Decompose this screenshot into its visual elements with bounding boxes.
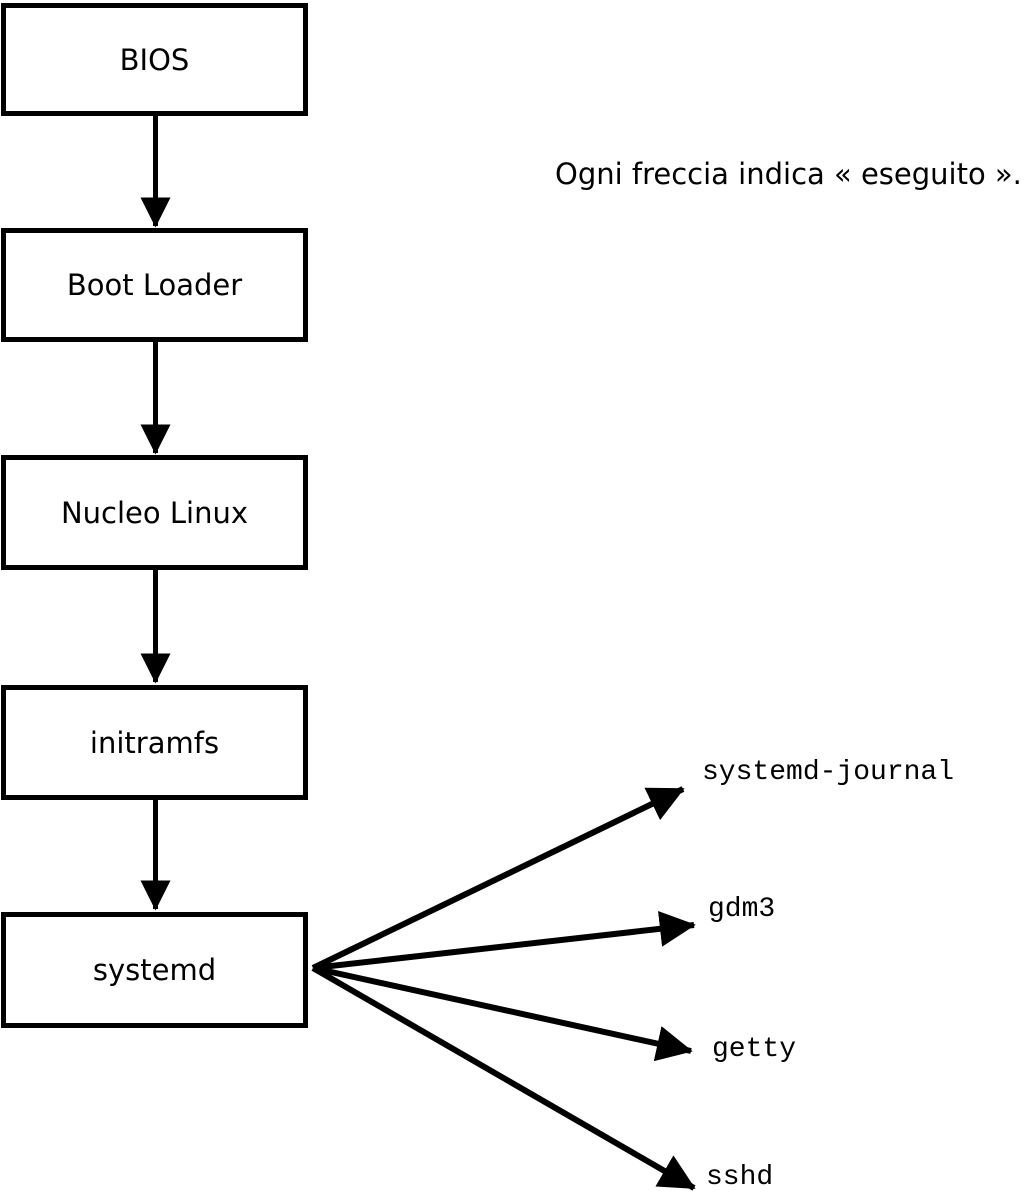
arrow-systemd-to-sshd	[311, 965, 696, 1191]
box-boot-loader: Boot Loader	[1, 228, 308, 342]
arrow-systemd-to-getty	[312, 965, 693, 1062]
box-nucleo-linux: Nucleo Linux	[1, 455, 308, 570]
box-initramfs: initramfs	[1, 685, 308, 800]
box-bios-label: BIOS	[119, 42, 190, 77]
box-boot-loader-label: Boot Loader	[66, 268, 243, 302]
service-label-sshd: sshd	[706, 1162, 774, 1193]
box-systemd: systemd	[1, 912, 308, 1028]
service-label-gdm3: gdm3	[708, 894, 776, 925]
box-bios: BIOS	[1, 3, 308, 116]
box-systemd-label: systemd	[92, 953, 217, 987]
service-label-getty: getty	[712, 1034, 797, 1065]
service-label-systemd-journal: systemd-journal	[702, 757, 955, 788]
diagram-caption: Ogni freccia indica « eseguito ».	[555, 157, 1022, 191]
arrow-systemd-to-journal	[311, 786, 685, 971]
box-nucleo-linux-label: Nucleo Linux	[60, 495, 248, 530]
box-initramfs-label: initramfs	[89, 725, 220, 760]
arrow-systemd-to-gdm3	[312, 910, 696, 971]
